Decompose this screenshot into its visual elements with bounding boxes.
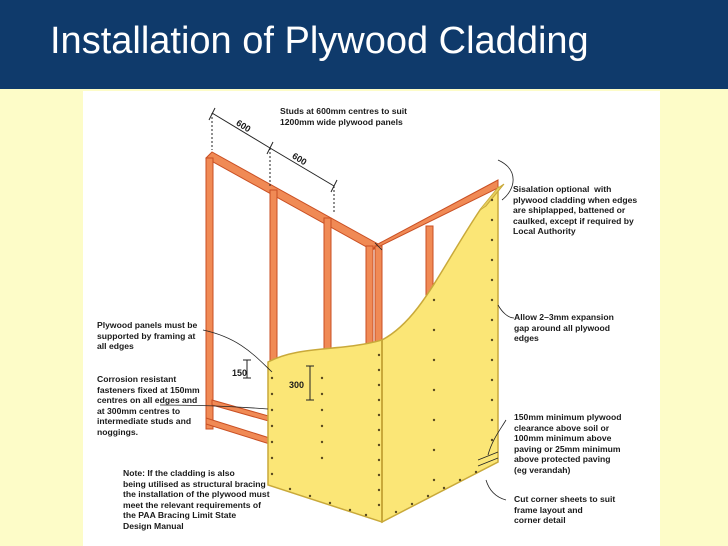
note-corner-sheets: Cut corner sheets to suit frame layout a… [514,494,616,525]
note-fasteners: Corrosion resistant fasteners fixed at 1… [97,374,200,437]
stud-right-1 [425,225,434,297]
title-bar: Installation of Plywood Cladding [0,0,728,89]
plywood-left-face [267,339,383,524]
plywood-edge-cut [479,183,505,211]
leader-lines [159,159,515,501]
bottom-plate [205,417,277,447]
stud-spacing-dims [208,107,338,214]
note-panels-supported: Plywood panels must be supported by fram… [97,320,198,351]
note-studs: Studs at 600mm centres to suit 1200mm wi… [280,106,408,127]
frame-drawing [159,107,515,524]
clearance-marker [477,451,499,467]
fastener-spacing-dims [243,359,314,401]
stud-corner-b [374,245,383,347]
note-expansion-gap: Allow 2–3mm expansion gap around all ply… [514,312,614,343]
nogging [211,399,273,423]
note-sisalation: Sisalation optional with plywood claddin… [513,184,638,236]
stud-left-3 [323,217,332,369]
dim-label-150: 150 [232,368,248,378]
note-bracing: Note: If the cladding is also being util… [123,468,270,531]
cladding-diagram [83,91,660,546]
stud-corner-a [365,245,374,347]
stud-left-1 [205,157,214,430]
note-clearance: 150mm minimum plywood clearance above so… [514,412,622,475]
dim-label-300: 300 [289,380,305,390]
plywood-right-face [381,185,499,524]
slide-title: Installation of Plywood Cladding [50,20,589,62]
top-plate-left [205,151,379,251]
fasteners [270,198,494,517]
